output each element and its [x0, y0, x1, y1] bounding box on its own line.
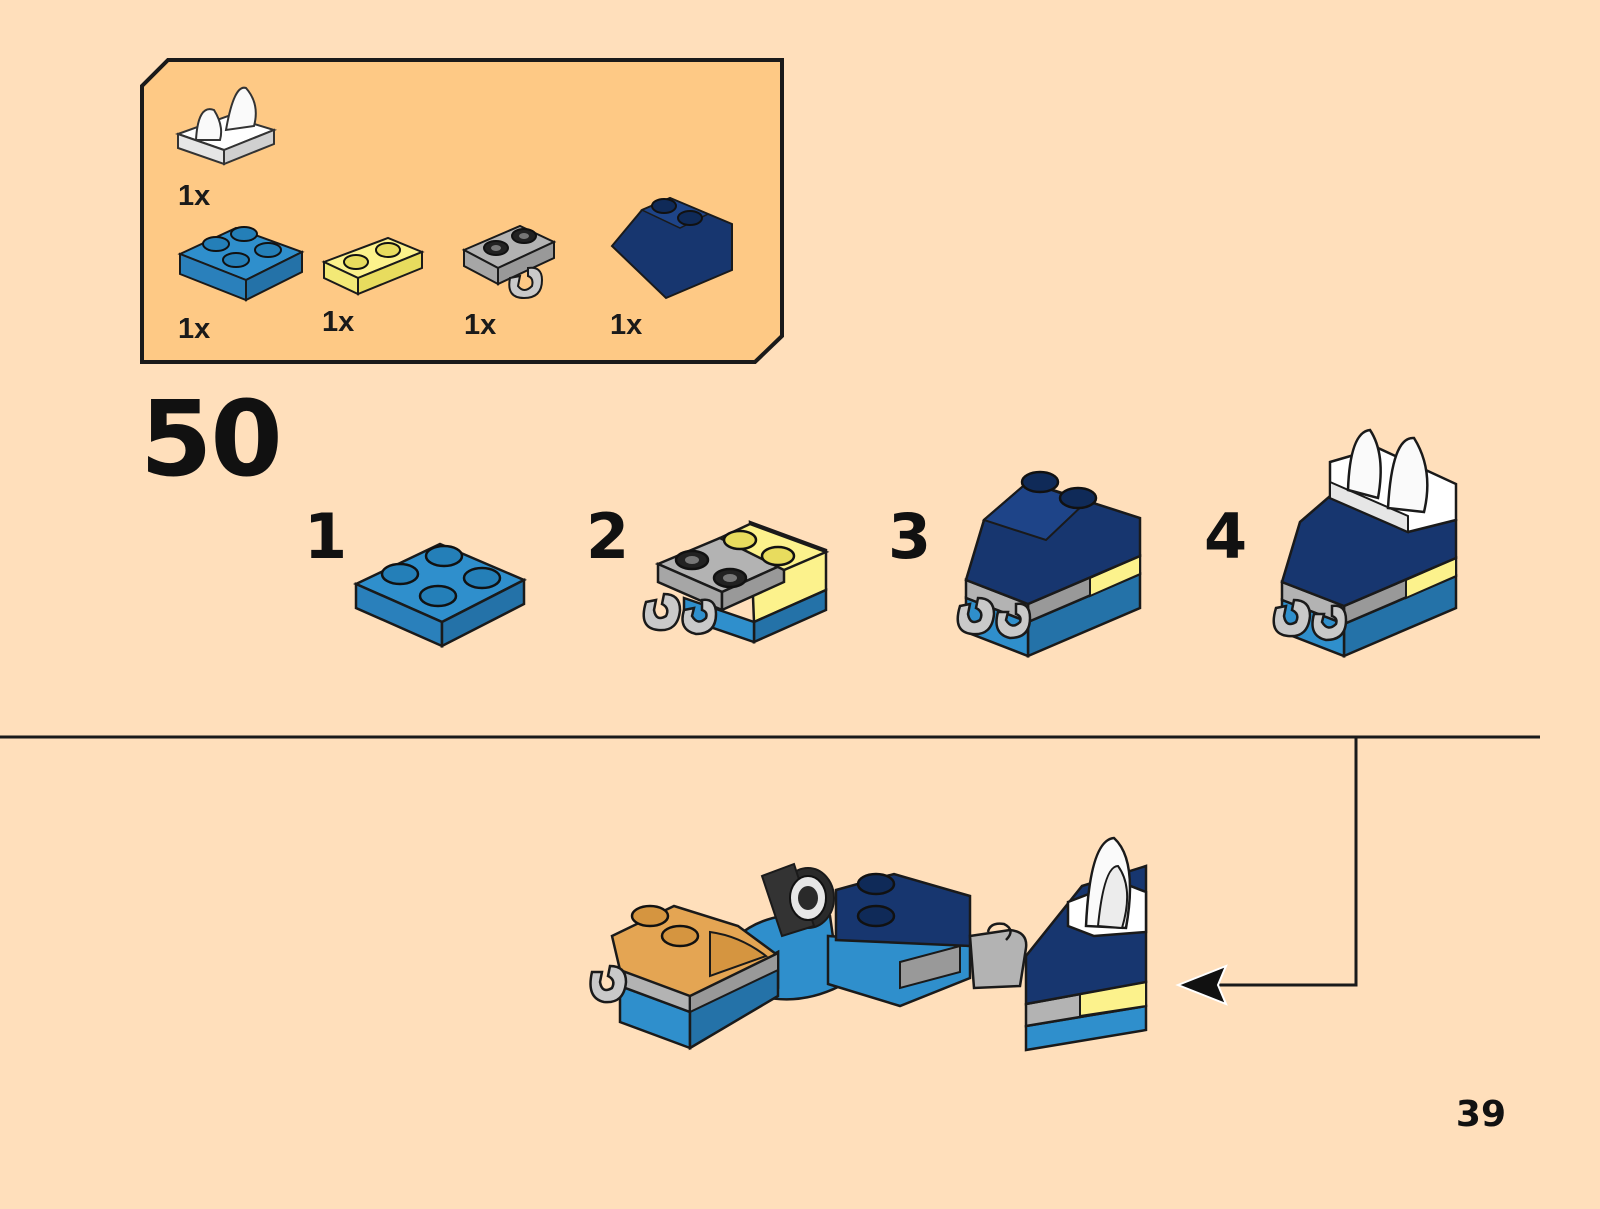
page-number: 39 — [1456, 1094, 1506, 1135]
assembly-diagram — [590, 836, 1210, 1076]
